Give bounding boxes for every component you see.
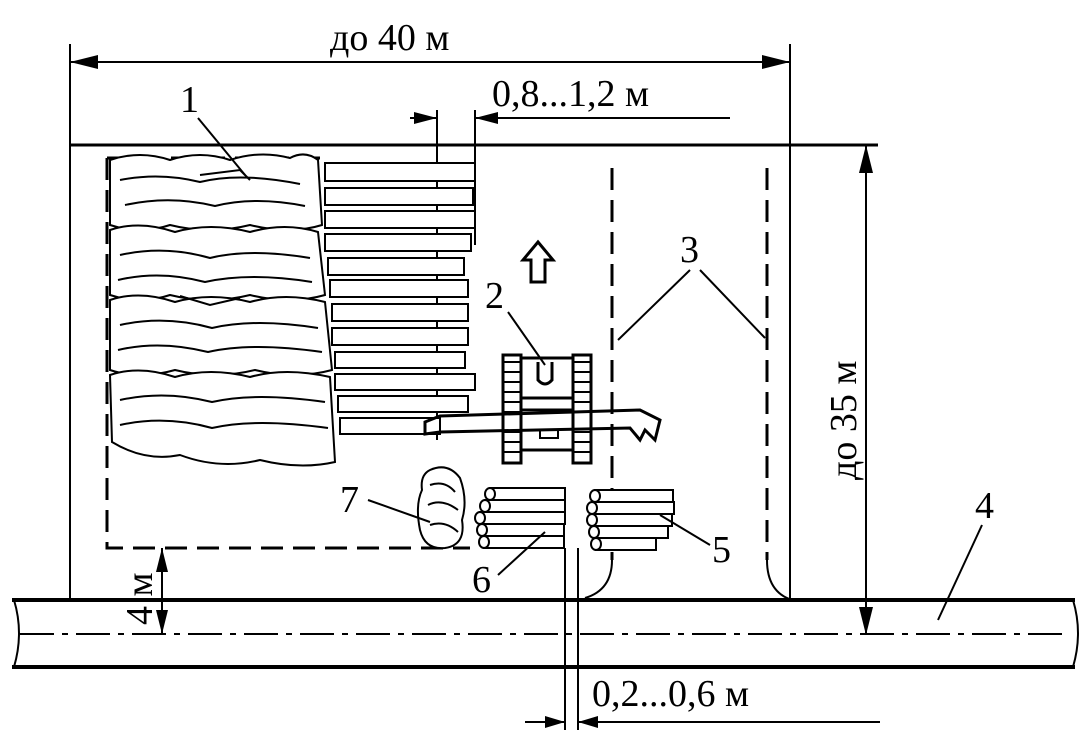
offset-dimension: 0,8...1,2 м — [410, 73, 730, 440]
log-pile-5: 5 — [586, 489, 731, 571]
gap-dimension: 0,2...0,6 м — [525, 548, 880, 730]
log-rows — [324, 162, 476, 435]
haul-road: 4 — [12, 485, 1079, 669]
road-offset-dimension: 4 м — [119, 548, 168, 634]
offset-dimension-label: 0,8...1,2 м — [492, 73, 649, 115]
gap-dimension-label: 0,2...0,6 м — [592, 673, 749, 715]
road-offset-dimension-label: 4 м — [119, 572, 161, 625]
callout-2: 2 — [485, 275, 504, 317]
standing-trees: 1 — [108, 79, 337, 467]
callout-1: 1 — [180, 79, 199, 121]
width-dimension: до 40 м — [69, 17, 791, 600]
log-pile-6: 6 — [472, 487, 566, 601]
callout-6: 6 — [472, 559, 491, 601]
callout-5: 5 — [712, 529, 731, 571]
callout-3: 3 — [680, 229, 699, 271]
harvester-machine: 2 — [423, 275, 662, 465]
width-dimension-label: до 40 м — [330, 17, 449, 59]
travel-direction-arrow-icon — [519, 239, 557, 284]
cutting-area-boundary — [105, 158, 470, 550]
height-dimension-label: до 35 м — [823, 361, 865, 480]
slash-pile: 7 — [340, 466, 466, 550]
callout-4: 4 — [975, 485, 994, 527]
height-dimension: до 35 м — [823, 145, 873, 635]
callout-7: 7 — [340, 479, 359, 521]
